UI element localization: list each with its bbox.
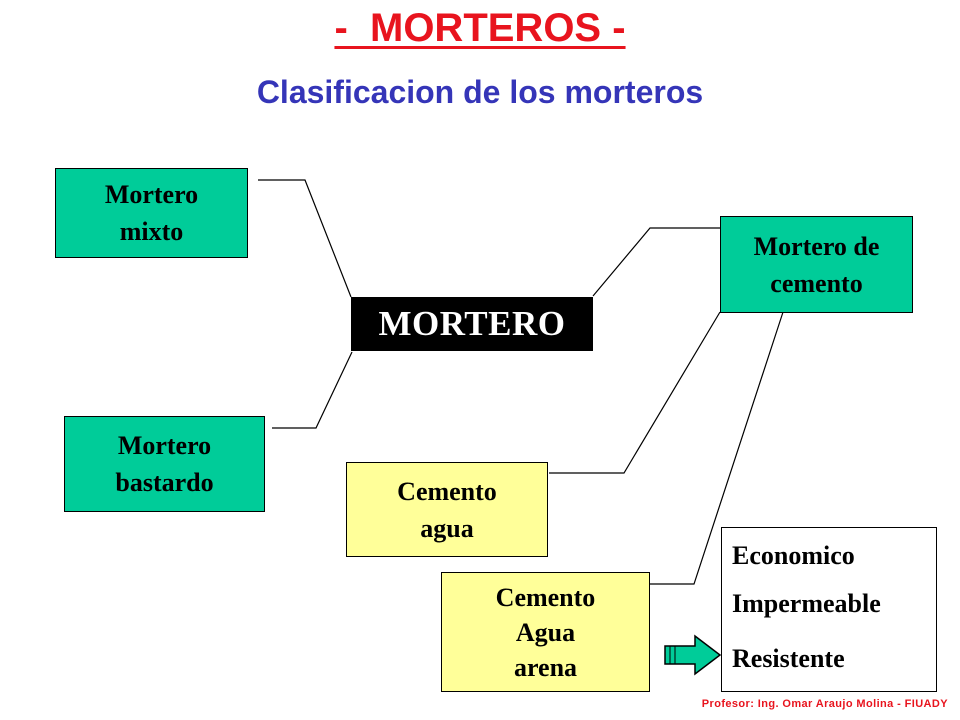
- box-mortero-de-cemento-line1: Mortero de: [753, 231, 880, 261]
- box-mortero-mixto-line1: Mortero: [104, 180, 199, 209]
- connector-cemento-agua: [549, 311, 721, 474]
- box-cemento-agua: Cemento agua: [346, 462, 548, 557]
- box-cemento-agua-arena-line3: arena: [513, 652, 578, 682]
- connector-bastardo: [272, 351, 353, 429]
- property-item: Economico: [732, 541, 855, 570]
- box-mortero-mixto-line2: mixto: [119, 217, 184, 246]
- box-mortero-bastardo-line2: bastardo: [115, 468, 214, 497]
- connector-cemento-agua-arena: [650, 305, 786, 585]
- box-cemento-agua-line1: Cemento: [397, 476, 497, 506]
- box-cemento-agua-arena-line2: Agua: [515, 617, 576, 647]
- box-mortero-de-cemento: Mortero de cemento: [720, 216, 913, 313]
- box-mortero-bastardo-line1: Mortero: [117, 431, 212, 460]
- property-item: Impermeable: [732, 589, 881, 618]
- box-mortero-mixto: Mortero mixto: [55, 168, 248, 258]
- box-cemento-agua-arena-line1: Cemento: [495, 582, 596, 612]
- connector-mixto: [258, 179, 352, 298]
- box-mortero-bastardo: Mortero bastardo: [64, 416, 265, 512]
- center-mortero-box: MORTERO: [351, 297, 593, 351]
- connector-cemento: [592, 227, 720, 297]
- property-item: Resistente: [732, 644, 845, 673]
- slide-subtitle: Clasificacion de los morteros: [256, 74, 704, 110]
- footer-credit: Profesor: Ing. Omar Araujo Molina - FIUA…: [701, 698, 948, 710]
- right-arrow-icon: [664, 634, 722, 676]
- box-cemento-agua-line2: agua: [420, 513, 474, 543]
- slide-title: - MORTEROS -: [334, 6, 626, 50]
- box-mortero-de-cemento-line2: cemento: [770, 268, 863, 298]
- properties-box: Economico Impermeable Resistente: [721, 527, 937, 692]
- box-cemento-agua-arena: Cemento Agua arena: [441, 572, 650, 692]
